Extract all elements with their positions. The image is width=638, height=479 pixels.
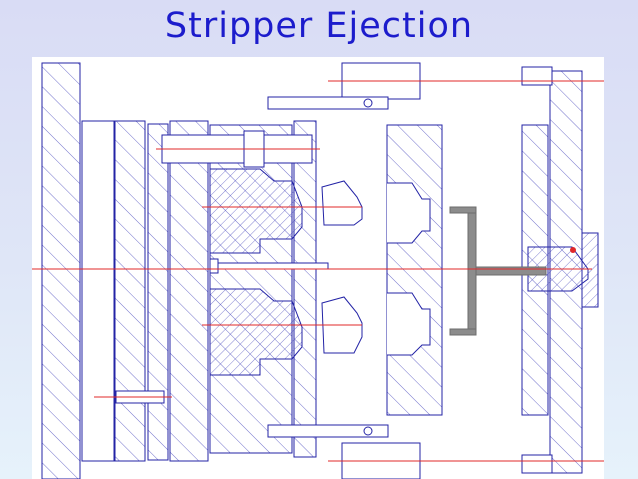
core-insert-upper [209,168,303,254]
latch-pin-top [363,98,373,108]
cavity-plate [386,124,443,416]
spacer-block [81,120,115,462]
runner-top-branch [449,206,477,214]
clamp-plate-left [41,62,81,479]
guide-pin-lower-right [521,454,553,474]
mold-drawing [32,57,604,479]
runner-vertical [467,206,477,336]
backing-plate [169,120,209,462]
ejector-plate [147,123,169,461]
gate-marker [570,247,576,253]
latch-pin-bottom [363,426,373,436]
locating-ring [581,232,599,308]
cavity-pocket-lower [387,292,431,356]
cavity-pocket-upper [387,182,431,244]
latch-arm-bottom [267,424,389,438]
ejector-pin [209,262,329,270]
slide-title: Stripper Ejection [164,6,474,46]
runner-bottom-branch [449,328,477,336]
ejector-pin-head [209,258,219,274]
stripper-plate [293,120,317,458]
molded-part-upper [321,180,363,226]
guide-pin-upper-right [521,66,553,86]
sprue-runner [475,266,547,276]
support-plate [114,120,146,462]
core-insert-lower [209,288,303,376]
latch-arm-top [267,96,389,110]
